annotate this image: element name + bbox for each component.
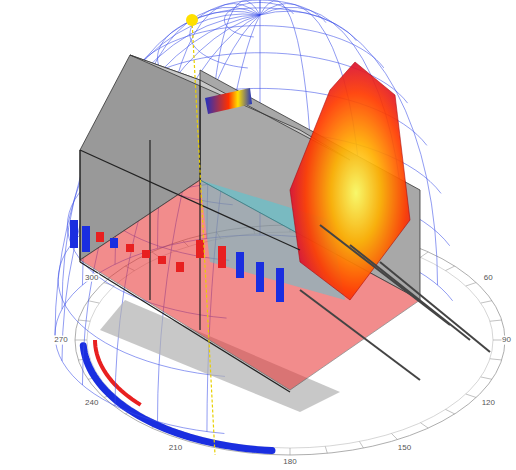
compass-degree: 60 [483, 273, 494, 282]
shading-bar [96, 232, 104, 242]
shading-bar [218, 246, 226, 268]
roof-panel [205, 88, 252, 114]
compass-tick [420, 252, 428, 257]
compass-tick [88, 301, 99, 303]
compass-degree: 270 [53, 336, 68, 345]
compass-degree: 210 [168, 444, 183, 453]
strut [300, 290, 420, 380]
strut [380, 262, 490, 352]
compass-degree: 180 [282, 457, 297, 466]
post [79, 150, 80, 262]
shading-bars [70, 220, 284, 302]
shading-bar [176, 262, 184, 272]
compass-tick [104, 283, 114, 287]
compass-tick [466, 283, 476, 287]
compass-tick [420, 423, 428, 428]
shading-bar [110, 238, 118, 248]
frame-lines [80, 80, 300, 392]
compass-tick [325, 446, 327, 453]
shading-bar [256, 262, 264, 292]
shading-bar [158, 256, 166, 264]
compass-tick [481, 377, 492, 379]
compass-tick [446, 409, 455, 413]
compass-tick [290, 448, 291, 455]
struts [300, 225, 490, 380]
shading-bar [196, 240, 204, 258]
compass-degree: 240 [84, 398, 99, 407]
compass-tick [481, 301, 492, 303]
compass-tick [359, 441, 363, 448]
shading-bar [142, 250, 150, 258]
compass-degree: 300 [84, 273, 99, 282]
shading-bar [236, 252, 244, 278]
compass-degree: 150 [397, 444, 412, 453]
compass-tick [466, 394, 476, 398]
compass-tick [78, 320, 90, 321]
compass-tick [490, 359, 502, 360]
season-arc [95, 340, 141, 405]
shading-bar [70, 220, 78, 248]
sun-line [186, 14, 215, 455]
sun-axis [192, 20, 215, 455]
beam [80, 262, 290, 392]
compass-tick [75, 340, 87, 341]
beam [80, 150, 300, 250]
shading-bar [126, 244, 134, 252]
compass-tick [490, 320, 502, 321]
sun-path-dome [55, 0, 453, 433]
compass-tick [392, 434, 398, 440]
shading-bar [276, 268, 284, 302]
sun [186, 14, 198, 26]
compass-tick [446, 266, 455, 270]
radiation-surface [290, 62, 410, 300]
building-model [70, 55, 490, 412]
compass-degree: 90 [501, 336, 512, 345]
shading-bar [82, 226, 90, 252]
strut [350, 245, 470, 340]
compass-degree: 120 [481, 398, 496, 407]
post [149, 140, 150, 300]
